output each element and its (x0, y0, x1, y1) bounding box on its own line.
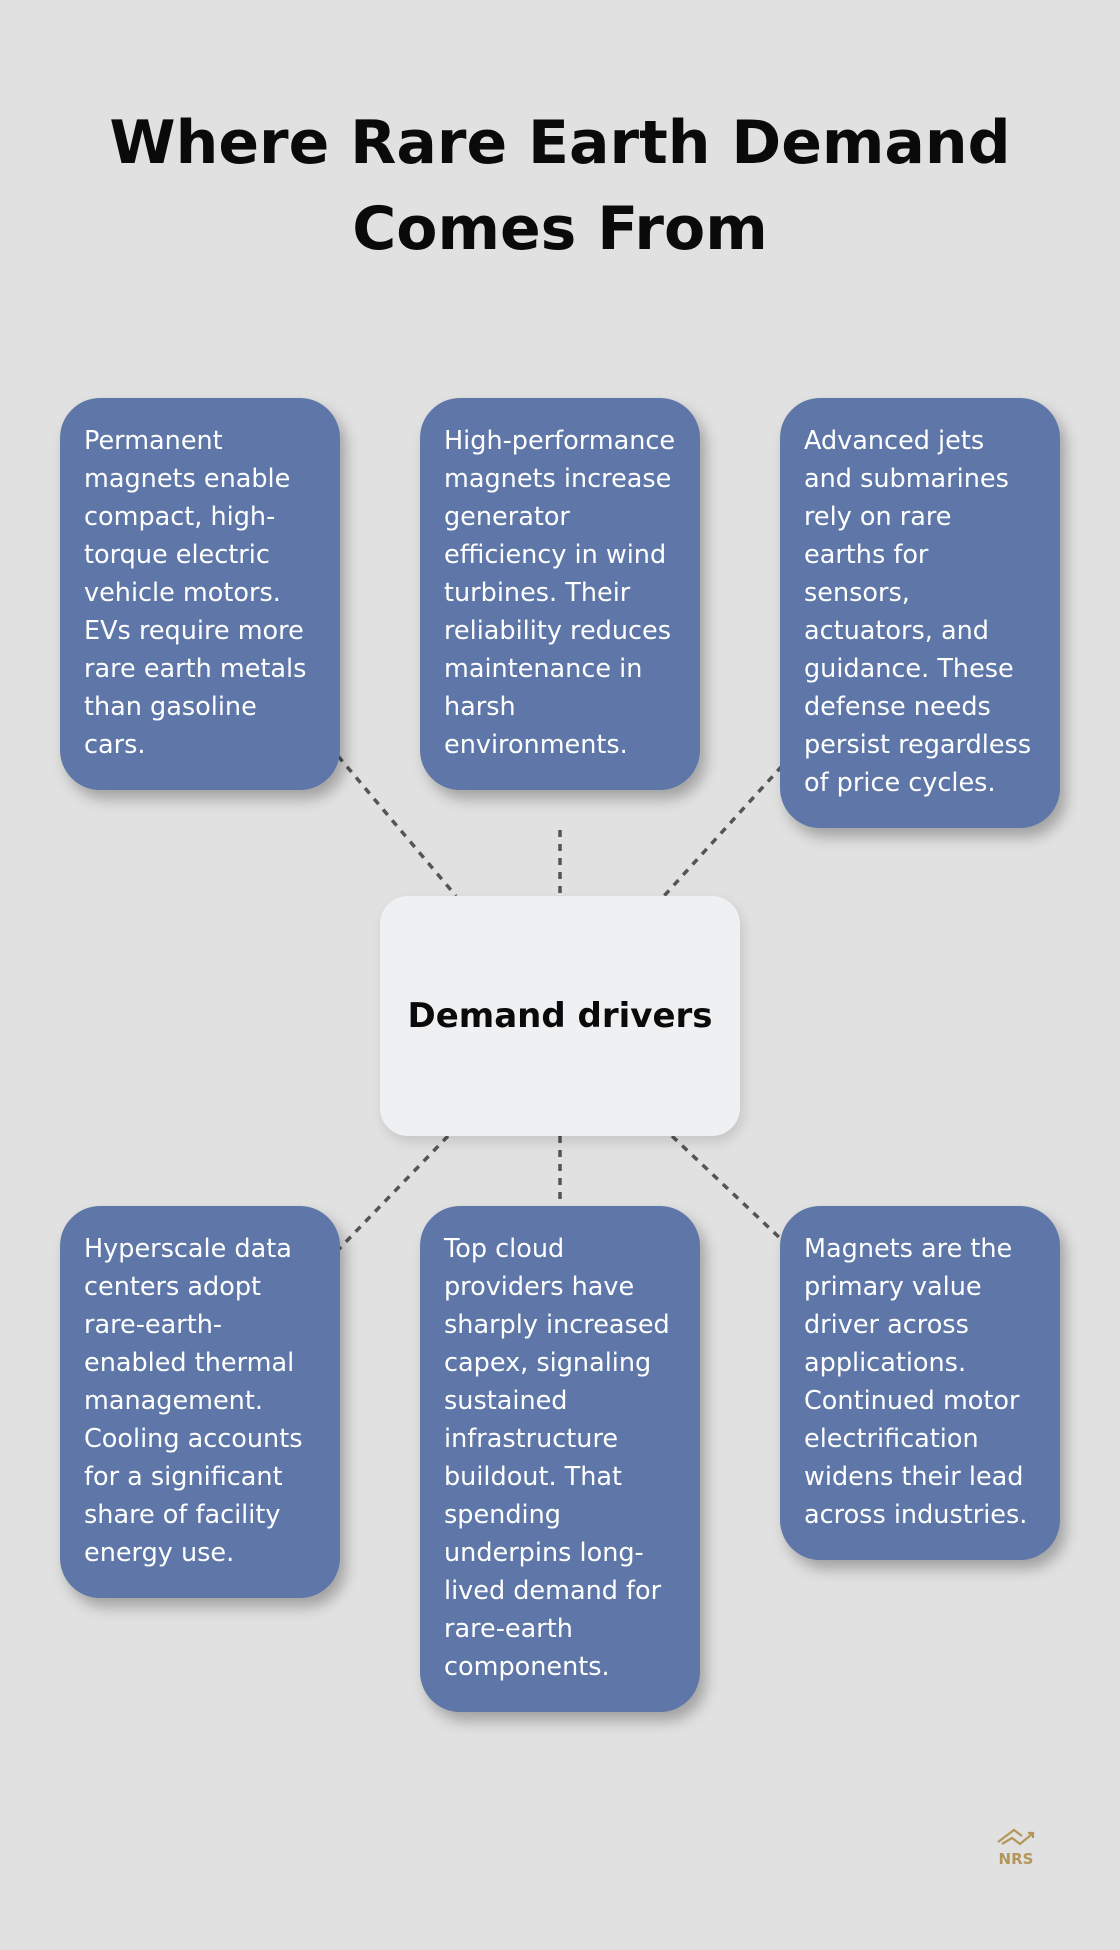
logo-text: NRS (999, 1850, 1034, 1868)
demand-card-data-centers: Hyperscale data centers adopt rare-earth… (60, 1206, 340, 1598)
connector-line (336, 754, 458, 898)
center-node: Demand drivers (380, 896, 740, 1136)
card-text: High-performance magnets increase genera… (444, 426, 676, 760)
card-text: Magnets are the primary value driver acr… (804, 1234, 1028, 1530)
connector-line (336, 1134, 450, 1252)
demand-card-wind-turbines: High-performance magnets increase genera… (420, 398, 700, 790)
demand-card-magnets: Magnets are the primary value driver acr… (780, 1206, 1060, 1560)
card-text: Advanced jets and submarines rely on rar… (804, 426, 1032, 798)
card-text: Permanent magnets enable compact, high-t… (84, 426, 307, 760)
connector-line (662, 764, 784, 898)
page-title: Where Rare Earth Demand Comes From (109, 108, 1011, 264)
card-text: Top cloud providers have sharply increas… (444, 1234, 670, 1682)
center-label: Demand drivers (407, 996, 713, 1036)
connector-line (670, 1134, 784, 1242)
card-text: Hyperscale data centers adopt rare-earth… (84, 1234, 303, 1568)
house-chart-logo-icon: NRS (997, 1828, 1035, 1868)
demand-card-defense: Advanced jets and submarines rely on rar… (780, 398, 1060, 828)
demand-card-ev-motors: Permanent magnets enable compact, high-t… (60, 398, 340, 790)
demand-card-cloud-capex: Top cloud providers have sharply increas… (420, 1206, 700, 1712)
